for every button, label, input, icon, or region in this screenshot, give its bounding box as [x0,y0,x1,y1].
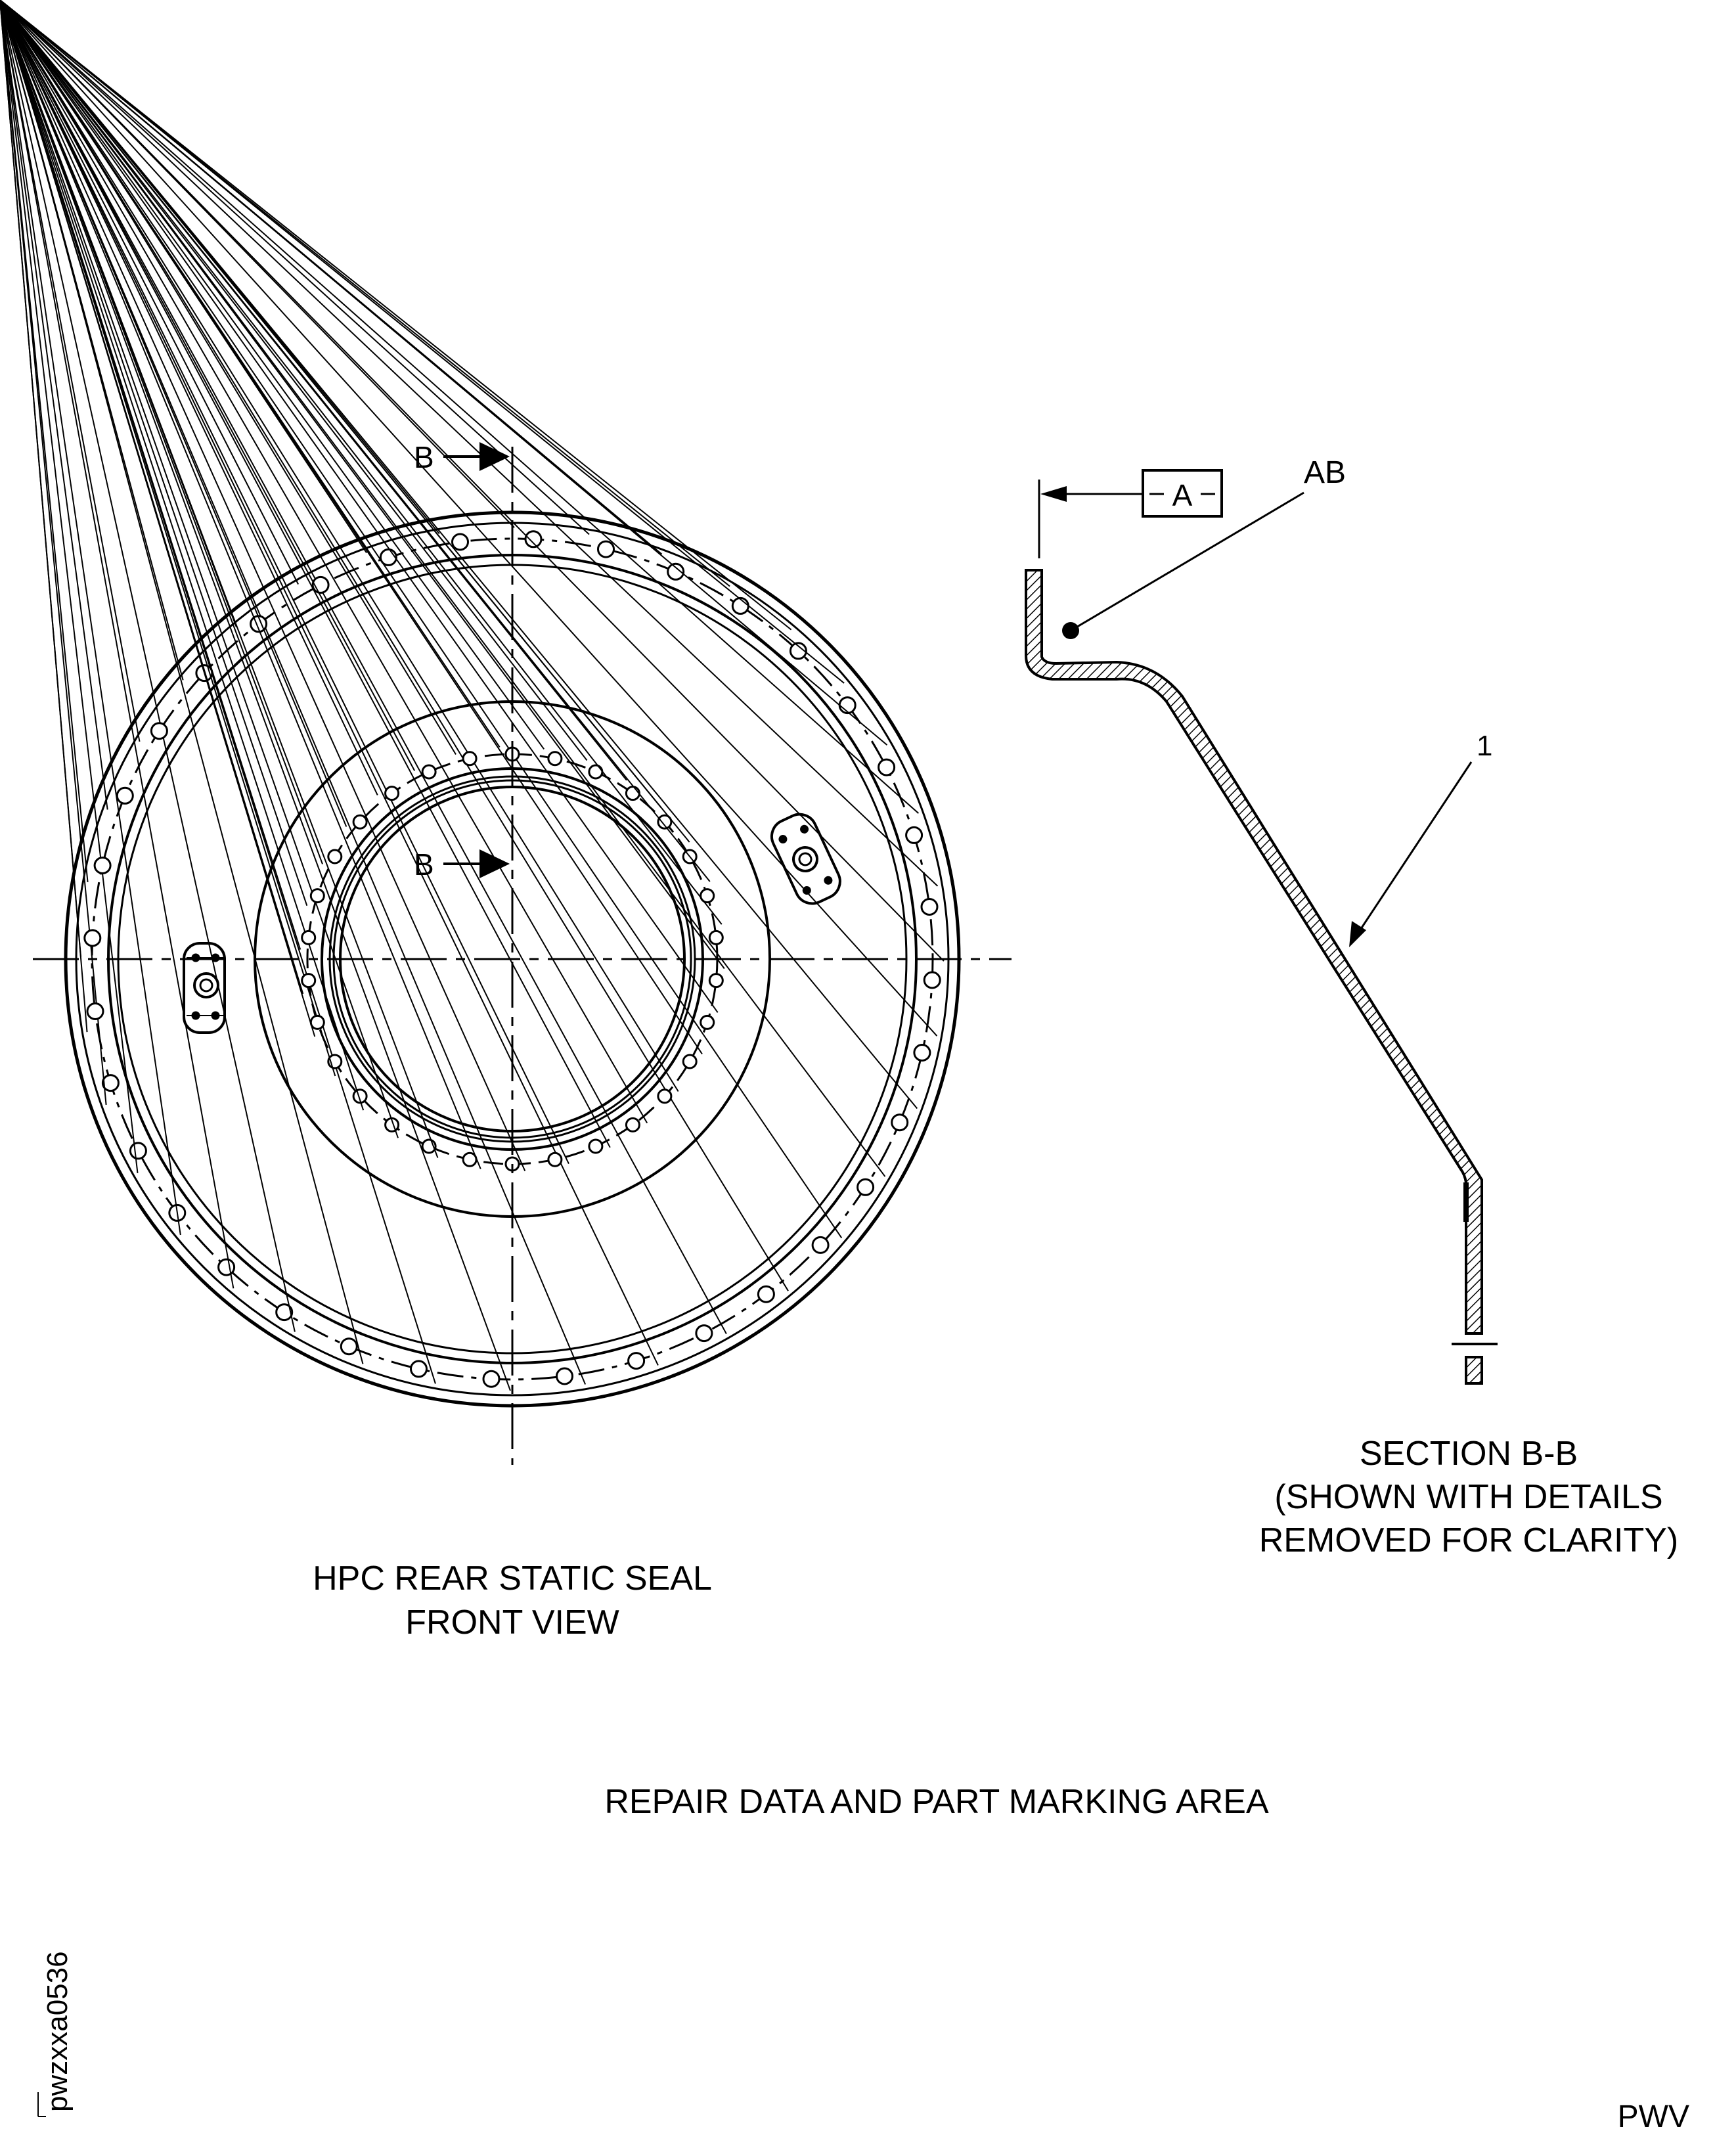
inner-bolt-hole [0,0,437,780]
corner-code: PWV [1618,2099,1689,2134]
outer-bolt-hole [0,0,147,1174]
inner-bolt-hole [0,0,526,1172]
datum-frame [1142,469,1223,518]
outer-bolt-hole [0,0,918,1132]
inner-bolt-hole [0,0,317,995]
outer-bolt-hole [0,0,939,916]
outer-bolt-hole [0,0,924,844]
outer-bolt-hole [0,0,727,1343]
inner-bolt-hole [0,0,343,1077]
outer-bolt-hole [0,0,587,1385]
section-marker-top: B [414,440,434,474]
outer-bolt-hole [0,0,511,1391]
seal-profile [1025,569,1483,1335]
inner-bolt-hole [0,0,725,989]
inner-bolt-holes [0,0,725,1172]
mount-boss-right [770,813,841,905]
front-view [0,0,1012,1465]
outer-bolt-hole [0,0,789,1303]
outer-bolt-hole [0,0,843,1254]
outer-bolt-hole [0,0,615,558]
mount-boss-left [183,942,226,1034]
inner-bolt-hole [0,0,481,1169]
inner-bolt-hole [0,0,368,1111]
section-view: A AB 1 [1025,455,1498,1385]
inner-bolt-hole [0,0,400,801]
datum-label: A [1172,478,1193,512]
callout-1-arrowhead [1349,921,1366,947]
seal-foot [1465,1356,1483,1385]
outer-bolt-hole [0,0,102,958]
outer-bolt-hole [0,0,659,1370]
callout-1-leader [1352,761,1473,941]
callout-ab-leader [1070,491,1304,632]
inner-bolt-hole [0,0,569,1167]
front-view-caption-line1: HPC REAR STATIC SEAL [313,1559,712,1598]
figure-id: pwzxxa0536 [41,1951,74,2112]
inner-bolt-hole [0,0,724,945]
outer-bolt-hole [0,0,945,989]
outer-bolt-holes [0,0,945,1391]
inner-bolt-hole [0,0,478,767]
inner-bolt-hole [0,0,368,830]
inner-bolt-hole [0,0,317,950]
repair-area-note: REPAIR DATA AND PART MARKING AREA [604,1783,1269,1821]
callout-ab: AB [1304,455,1346,490]
outer-bolt-hole [0,0,938,1062]
outer-bolt-hole [0,0,134,810]
front-view-caption-line2: FRONT VIEW [405,1603,619,1642]
section-caption-line3: REMOVED FOR CLARITY) [1259,1521,1679,1559]
inner-bolt-hole [0,0,400,1138]
outer-bolt-hole [0,0,896,776]
outer-bolt-hole [0,0,236,1289]
outer-bolt-hole [0,0,886,1196]
inner-bolt-hole [0,0,563,767]
outer-bolt-hole [0,0,112,883]
inner-bolt-hole [0,0,648,1132]
inner-bolt-hole [0,0,325,907]
inner-bolt-hole [0,0,611,1154]
inner-bolt-hole [0,0,604,780]
inner-bolt-hole [0,0,719,1030]
section-marker-inner: B [414,847,434,882]
inner-bolt-hole [0,0,715,904]
outer-bolt-hole [0,0,187,1236]
outer-bolt-hole [0,0,296,1332]
section-caption-line1: SECTION B-B [1360,1435,1578,1473]
callout-item-1: 1 [1477,730,1492,762]
inner-bolt-hole [0,0,679,1104]
outer-bolt-hole [0,0,364,1364]
section-caption-line2: (SHOWN WITH DETAILS [1274,1478,1662,1516]
inner-bolt-hole [0,0,439,1158]
section-arrow-top [443,442,510,471]
outer-bolt-hole [0,0,469,551]
datum-arrowhead [1040,486,1067,502]
outer-bolt-hole [0,0,807,660]
inner-bolt-hole [0,0,703,1069]
inner-bolt-hole [0,0,343,864]
outer-bolt-hole [0,0,168,742]
section-arrow-inner [443,849,510,878]
